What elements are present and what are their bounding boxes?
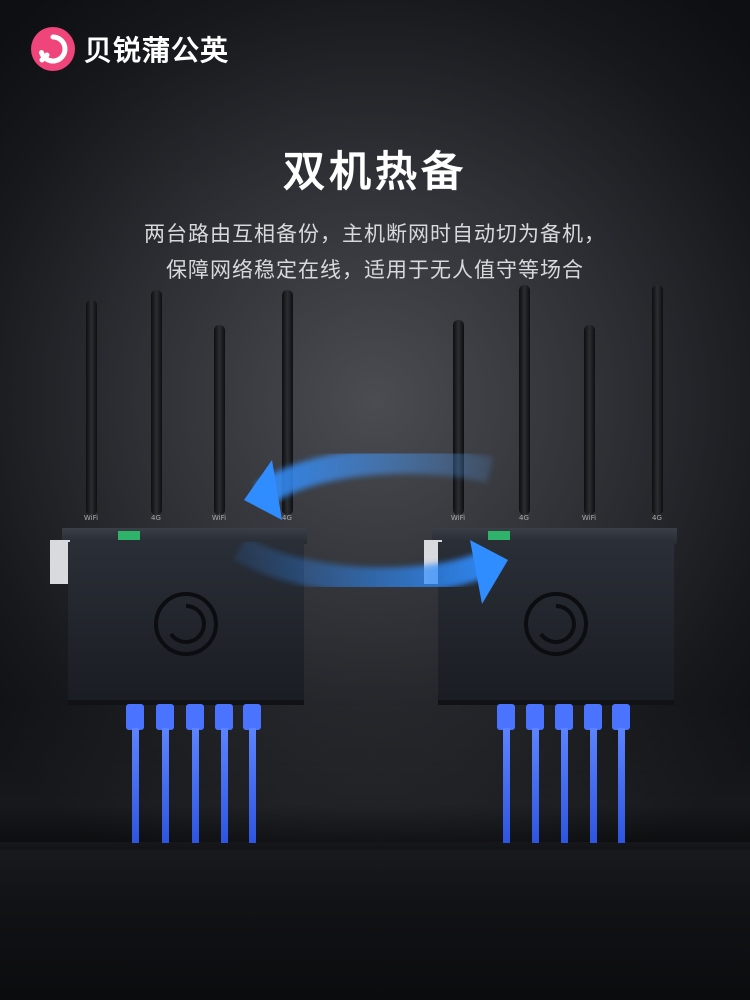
lan-cable bbox=[497, 704, 515, 843]
lan-cable bbox=[526, 704, 544, 843]
router-left: WiFi 4G WiFi 4G bbox=[50, 290, 307, 705]
lan-cable bbox=[243, 704, 261, 843]
router-logo-emboss bbox=[154, 592, 218, 656]
mount-bracket bbox=[50, 540, 70, 584]
antenna-label: WiFi bbox=[212, 514, 226, 522]
arrow-to-left bbox=[254, 447, 494, 506]
dandelion-logo-icon bbox=[31, 27, 75, 71]
lan-cable bbox=[612, 704, 630, 843]
arrow-head-right-icon bbox=[470, 540, 508, 604]
antenna-label: WiFi bbox=[582, 514, 596, 522]
router-logo-emboss bbox=[524, 592, 588, 656]
antenna bbox=[86, 300, 97, 515]
antenna bbox=[151, 290, 162, 515]
antenna bbox=[214, 325, 225, 515]
antenna bbox=[652, 285, 663, 515]
brand-name: 贝锐蒲公英 bbox=[84, 34, 230, 67]
lan-cable bbox=[584, 704, 602, 843]
antenna-label: 4G bbox=[282, 514, 292, 522]
description-line-1: 两台路由互相备份，主机断网时自动切为备机， bbox=[144, 222, 606, 246]
lan-cable bbox=[156, 704, 174, 843]
terminal-block bbox=[118, 531, 140, 540]
antenna-label: WiFi bbox=[84, 514, 98, 522]
lan-cable bbox=[186, 704, 204, 843]
description-line-2: 保障网络稳定在线，适用于无人值守等场合 bbox=[166, 258, 584, 282]
page-title: 双机热备 bbox=[282, 147, 467, 196]
lan-cable bbox=[215, 704, 233, 843]
arrow-head-left-icon bbox=[244, 460, 282, 520]
router-top-panel bbox=[62, 528, 307, 544]
lan-cables-right bbox=[497, 704, 630, 843]
antenna bbox=[282, 290, 293, 515]
terminal-block bbox=[488, 531, 510, 540]
antenna bbox=[584, 325, 595, 515]
lan-cable bbox=[126, 704, 144, 843]
brand-logo: 贝锐蒲公英 bbox=[30, 26, 229, 72]
antenna-label: 4G bbox=[151, 514, 161, 522]
router-top-panel bbox=[432, 528, 677, 544]
antenna-label: 4G bbox=[519, 514, 529, 522]
lan-cable bbox=[555, 704, 573, 843]
lan-cables-left bbox=[126, 704, 261, 843]
antenna-label: WiFi bbox=[451, 514, 465, 522]
antenna bbox=[519, 285, 530, 515]
router-right: WiFi 4G WiFi 4G bbox=[424, 285, 677, 705]
arrow-to-right bbox=[233, 536, 487, 594]
antenna-label: 4G bbox=[652, 514, 662, 522]
floor bbox=[0, 842, 750, 1000]
antenna bbox=[453, 320, 464, 515]
sync-arrows bbox=[233, 447, 508, 604]
